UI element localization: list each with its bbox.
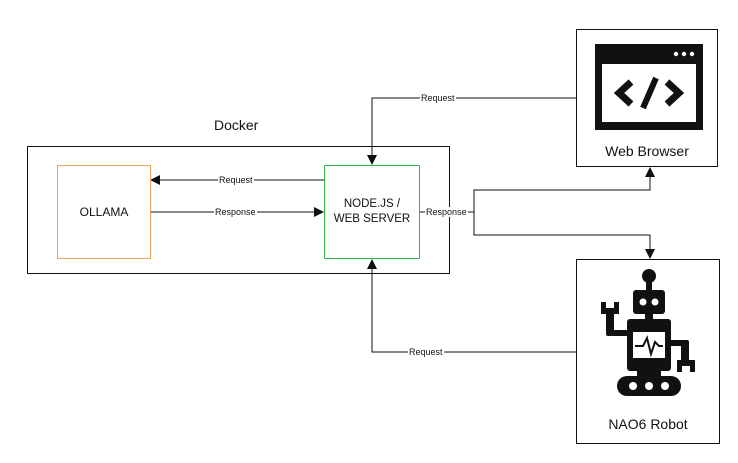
- ollama-to-node-response-label: Response: [214, 207, 257, 217]
- nao6-robot-node: NAO6 Robot: [576, 259, 720, 444]
- node-to-ollama-request-label: Request: [218, 175, 254, 185]
- docker-label: Docker: [214, 117, 259, 133]
- ollama-node: OLLAMA: [57, 165, 151, 259]
- node-label-line1: NODE.JS /: [343, 198, 401, 210]
- robot-icon: [601, 269, 695, 396]
- node-web-server-node: NODE.JS / WEB SERVER: [324, 165, 420, 259]
- robot-request-label: Request: [408, 347, 444, 357]
- ollama-label: OLLAMA: [79, 205, 129, 219]
- browser-request-line: [367, 97, 576, 165]
- response-to-browser-line: [473, 167, 655, 212]
- response-to-robot-line: [473, 212, 655, 259]
- code-window-icon: [595, 44, 703, 130]
- robot-request-line: [367, 259, 576, 353]
- web-browser-label: Web Browser: [605, 143, 689, 159]
- nao6-robot-label: NAO6 Robot: [608, 416, 688, 432]
- web-browser-node: Web Browser: [576, 29, 718, 167]
- browser-request-label: Request: [420, 93, 456, 103]
- node-label-line2: WEB SERVER: [333, 213, 411, 225]
- node-response-label: Response: [425, 207, 468, 217]
